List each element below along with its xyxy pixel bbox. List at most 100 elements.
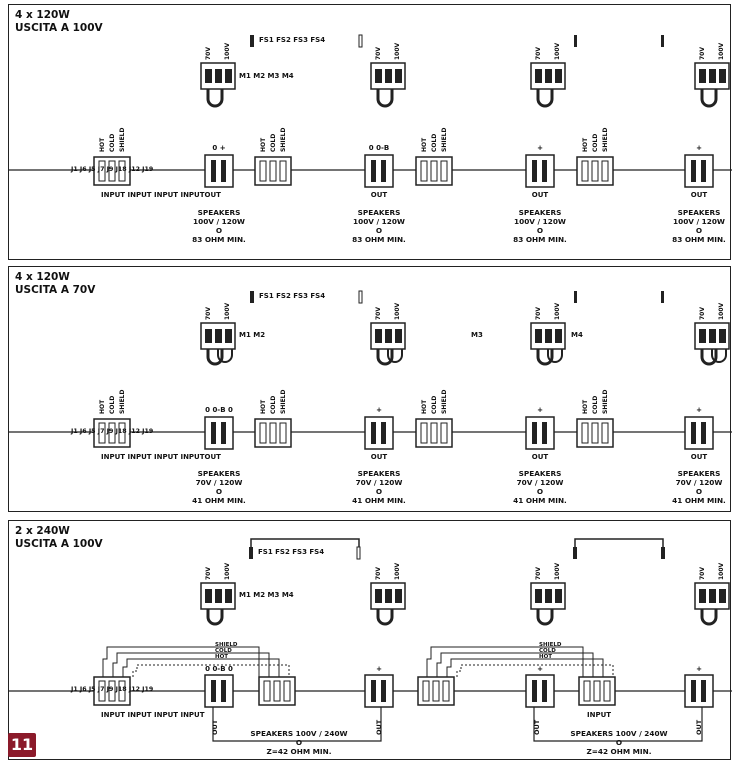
tap-100v: 100V xyxy=(224,42,231,60)
output-connector xyxy=(364,154,394,188)
tap-70v: 70V xyxy=(535,307,542,320)
pin-cold: COLD xyxy=(431,395,438,414)
pin-shield: SHIELD xyxy=(119,389,126,414)
tap-70v: 70V xyxy=(205,567,212,580)
tap-70v: 70V xyxy=(375,307,382,320)
panel-2x240w-100v: 2 x 240W USCITA A 100V xyxy=(8,520,732,760)
out-label: OUT xyxy=(370,191,388,199)
pin-cold: COLD xyxy=(431,133,438,152)
tap-100v: 100V xyxy=(718,562,725,580)
output-connector xyxy=(525,154,555,188)
module-label: M1 M2 M3 M4 xyxy=(239,72,294,80)
panel-4x120w-100v: 4 x 120W USCITA A 100V xyxy=(8,4,732,260)
output-connector xyxy=(684,154,714,188)
voltage-module xyxy=(530,582,566,626)
tap-70v: 70V xyxy=(375,567,382,580)
tap-100v: 100V xyxy=(224,562,231,580)
output-header: + xyxy=(376,665,382,673)
voltage-module xyxy=(370,62,406,108)
out-label: OUT xyxy=(531,191,549,199)
voltage-module xyxy=(694,62,730,108)
panel-title: 4 x 120W USCITA A 70V xyxy=(15,271,96,296)
voltage-module xyxy=(530,322,566,366)
pin-hot: HOT xyxy=(260,399,267,414)
pin-cold: COLD xyxy=(270,395,277,414)
output-header: + xyxy=(537,665,543,673)
output-connector xyxy=(525,674,555,708)
tap-70v: 70V xyxy=(375,47,382,60)
output-connector xyxy=(684,416,714,450)
module-label: M1 M2 xyxy=(239,331,266,339)
input-label: INPUT INPUT INPUT INPUTOUT xyxy=(101,453,221,461)
input-label: INPUT INPUT INPUT INPUT xyxy=(101,711,205,719)
input-label: INPUT INPUT INPUT INPUTOUT xyxy=(101,191,221,199)
jack-label: J1 J6 J5 J7 J9 J18 J12 J19 xyxy=(71,428,154,435)
voltage-module xyxy=(530,62,566,108)
pin-cold: COLD xyxy=(270,133,277,152)
tap-100v: 100V xyxy=(554,302,561,320)
input-bus-cable xyxy=(102,646,290,677)
out-label: OUT xyxy=(690,453,708,461)
tap-100v: 100V xyxy=(394,562,401,580)
module-label: M1 M2 M3 M4 xyxy=(239,591,294,599)
output-header: + xyxy=(696,406,702,414)
pin-shield: SHIELD xyxy=(280,127,287,152)
wiring-diagram xyxy=(9,538,732,742)
output-header: + xyxy=(537,144,543,152)
tap-100v: 100V xyxy=(394,42,401,60)
input-connector xyxy=(576,156,614,186)
module-label-m4: M4 xyxy=(571,331,583,339)
out-label: OUT xyxy=(211,719,219,735)
pin-cold: COLD xyxy=(592,133,599,152)
tap-100v: 100V xyxy=(718,42,725,60)
voltage-module xyxy=(694,582,730,626)
out-label: OUT xyxy=(690,191,708,199)
pin-hot: HOT xyxy=(582,399,589,414)
tap-100v: 100V xyxy=(394,302,401,320)
pin-cold: COLD xyxy=(592,395,599,414)
tap-100v: 100V xyxy=(718,302,725,320)
pin-shield: SHIELD xyxy=(280,389,287,414)
input-connector xyxy=(258,676,296,706)
input-bus-cable xyxy=(426,646,614,677)
voltage-module xyxy=(370,322,406,366)
tap-70v: 70V xyxy=(699,567,706,580)
pin-cold: COLD xyxy=(109,133,116,152)
pin-hot: HOT xyxy=(99,399,106,414)
bridged-speaker-line xyxy=(212,707,382,742)
pin-shield: SHIELD xyxy=(602,127,609,152)
input-connector xyxy=(254,418,292,448)
out-label: OUT xyxy=(531,453,549,461)
pin-hot: HOT xyxy=(421,399,428,414)
voltage-module xyxy=(370,582,406,626)
fuse-label: FS1 FS2 FS3 FS4 xyxy=(258,548,325,556)
input-connector xyxy=(576,418,614,448)
output-header: 0 + xyxy=(212,144,226,152)
tap-100v: 100V xyxy=(554,562,561,580)
input-connector xyxy=(578,676,616,706)
out-label: OUT xyxy=(695,719,703,735)
tap-70v: 70V xyxy=(535,567,542,580)
pin-hot: HOT xyxy=(260,137,267,152)
pin-shield: SHIELD xyxy=(119,127,126,152)
panel-title: 2 x 240W USCITA A 100V xyxy=(15,525,103,550)
tap-100v: 100V xyxy=(554,42,561,60)
out-label: OUT xyxy=(375,719,383,735)
wiring-diagram xyxy=(9,34,732,188)
input-label: INPUT xyxy=(587,711,612,719)
pin-hot: HOT xyxy=(421,137,428,152)
pin-cold: COLD xyxy=(109,395,116,414)
input-connector xyxy=(93,418,131,448)
output-header: + xyxy=(376,406,382,414)
wiring-diagram xyxy=(9,290,732,450)
output-header: 0 0-B xyxy=(368,144,390,152)
output-connector xyxy=(204,416,234,450)
voltage-module xyxy=(200,322,236,366)
tap-100v: 100V xyxy=(224,302,231,320)
